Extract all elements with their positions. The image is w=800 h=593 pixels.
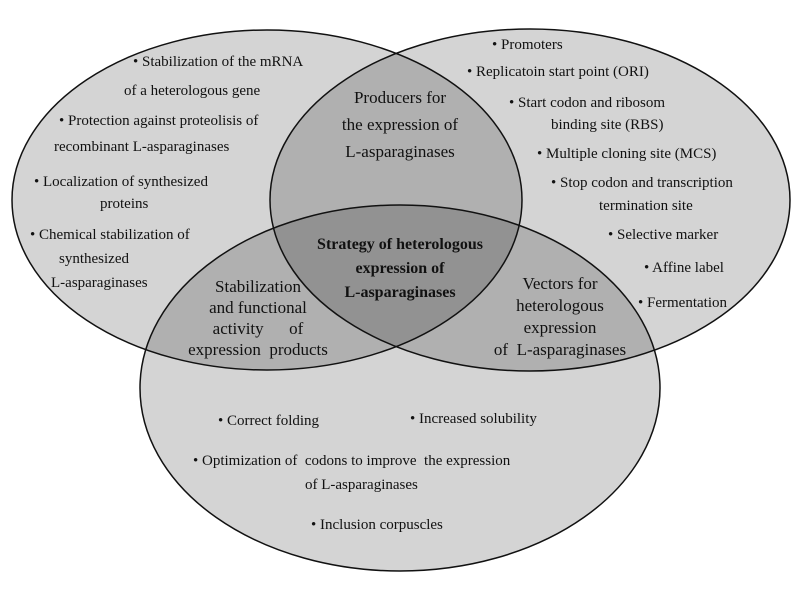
- stabilization-line-2: and functional: [209, 298, 307, 317]
- right-item-5: • Stop codon and transcription: [551, 175, 733, 191]
- left-item-4-cont: synthesized: [59, 251, 129, 267]
- right-item-6: • Selective marker: [608, 227, 719, 243]
- right-item-8: • Fermentation: [638, 295, 727, 311]
- right-item-3-cont: binding site (RBS): [551, 117, 664, 133]
- vectors-label: Vectors for heterologous expression of L…: [480, 273, 640, 361]
- right-item-1: • Promoters: [492, 37, 563, 53]
- vectors-line-1: Vectors for: [522, 274, 598, 293]
- left-ellipse: [12, 30, 522, 370]
- bottom-item-3-cont: of L-asparaginases: [305, 477, 418, 493]
- right-item-7: • Affine label: [644, 260, 724, 276]
- left-item-3: • Localization of synthesized: [34, 174, 208, 190]
- right-ellipse: [270, 29, 790, 371]
- vectors-line-4: of L-asparaginases: [493, 340, 627, 359]
- right-item-2: • Replicatoin start point (ORI): [467, 64, 649, 80]
- right-item-3: • Start codon and ribosom: [509, 95, 666, 111]
- stabilization-line-3: activity of: [212, 319, 304, 338]
- bottom-ellipse: [140, 205, 660, 571]
- left-item-2: • Protection against proteolisis of: [59, 113, 259, 129]
- vectors-line-3: expression: [523, 318, 597, 337]
- producers-label: Producers for the expression of L-aspara…: [300, 87, 500, 163]
- center-line-2: expression of: [355, 260, 445, 277]
- producers-line-3: L-asparaginases: [345, 142, 455, 161]
- left-item-3-cont: proteins: [100, 196, 149, 212]
- left-item-4: • Chemical stabilization of: [30, 227, 190, 243]
- vectors-line-2: heterologous: [516, 296, 604, 315]
- bottom-item-1: • Correct folding: [218, 413, 320, 429]
- left-item-4-cont2: L-asparaginases: [51, 275, 148, 291]
- left-item-1: • Stabilization of the mRNA: [133, 54, 304, 70]
- right-item-4: • Multiple cloning site (MCS): [537, 146, 717, 162]
- center-line-3: L-asparaginases: [344, 284, 456, 301]
- stabilization-line-1: Stabilization: [215, 277, 301, 296]
- producers-line-2: the expression of: [341, 115, 459, 134]
- right-item-5-cont: termination site: [599, 198, 693, 214]
- stabilization-line-4: expression products: [188, 340, 328, 359]
- bottom-item-2: • Increased solubility: [410, 411, 537, 427]
- bottom-item-3: • Optimization of codons to improve the …: [193, 453, 511, 469]
- producers-line-1: Producers for: [353, 88, 447, 107]
- stabilization-label: Stabilization and functional activity of…: [168, 276, 348, 360]
- center-label: Strategy of heterologous expression of L…: [270, 233, 530, 305]
- center-line-1: Strategy of heterologous: [317, 236, 483, 253]
- left-item-2-cont: recombinant L-asparaginases: [54, 139, 230, 155]
- bottom-item-4: • Inclusion corpuscles: [311, 517, 443, 533]
- left-item-1-cont: of a heterologous gene: [124, 83, 261, 99]
